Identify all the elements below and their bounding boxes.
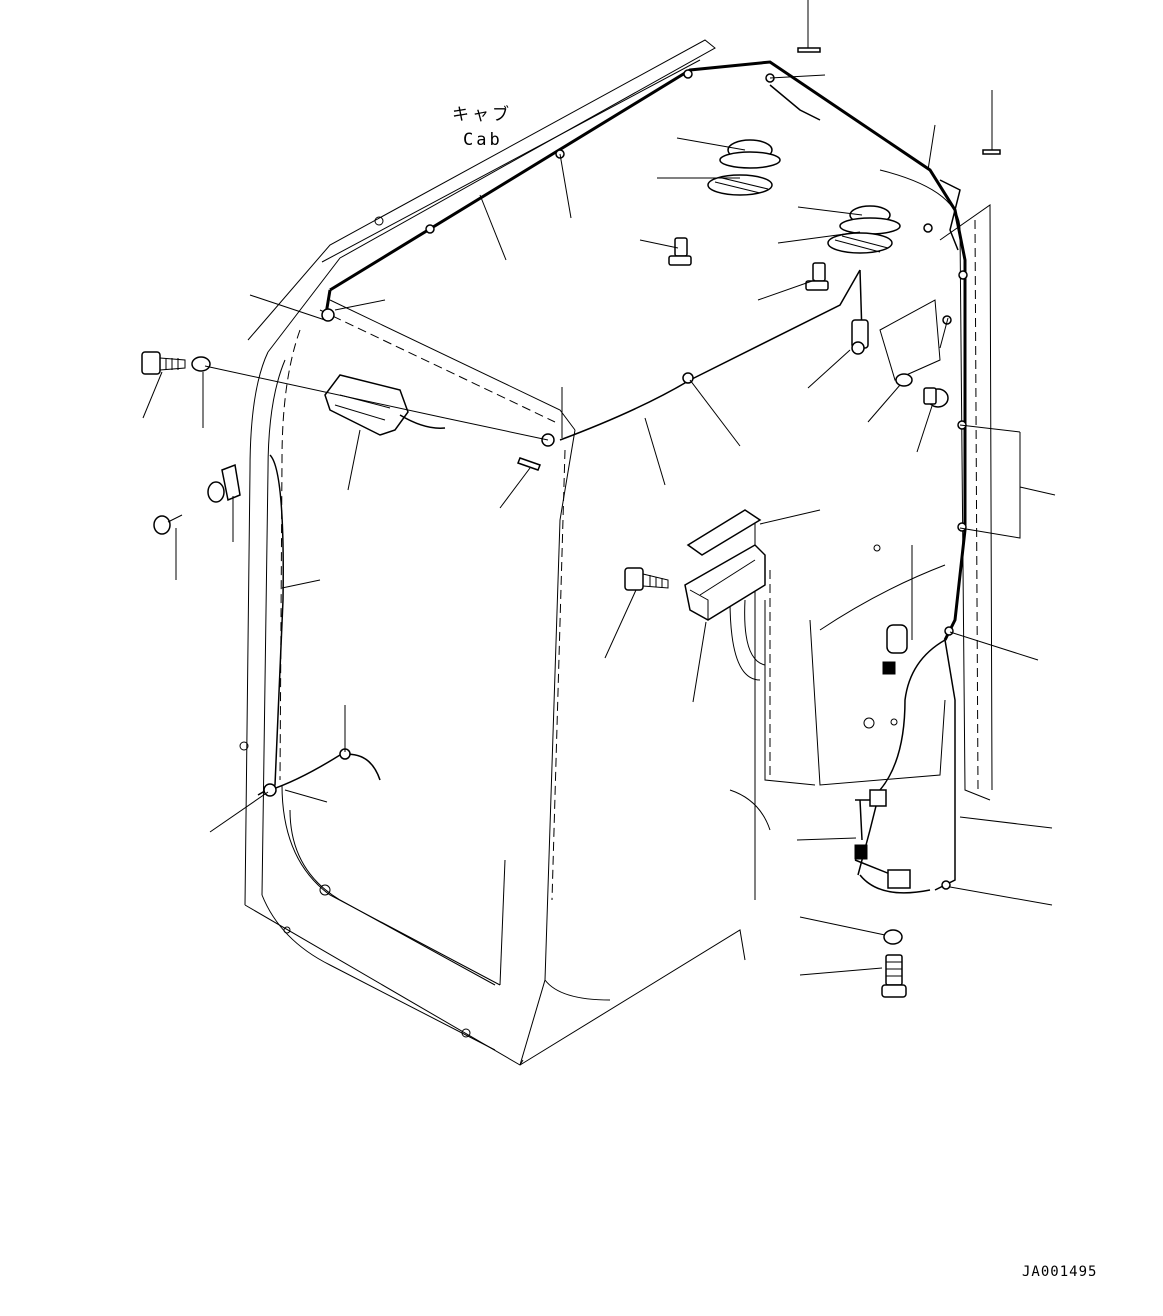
bolt-bottom <box>881 954 907 998</box>
washer-bottom <box>883 929 903 945</box>
drawing-code: JA001495 <box>1022 1264 1098 1280</box>
washer-right <box>895 373 913 387</box>
speaker-bolt-left <box>668 237 692 266</box>
bolt-right <box>923 387 949 408</box>
washer-upper-left <box>191 356 211 372</box>
parts <box>141 47 1001 998</box>
bolt-upper-left <box>141 351 186 375</box>
speaker-left <box>707 139 781 196</box>
cab-label-japanese: キャブ <box>452 105 512 125</box>
bolt-center <box>624 567 669 591</box>
box-bracket <box>684 544 766 621</box>
rear-connector-group <box>854 624 911 889</box>
cab-frame <box>239 39 993 1066</box>
switch-part <box>207 463 241 503</box>
antenna <box>851 269 869 355</box>
leader-lines <box>142 0 1056 976</box>
harness-clips <box>263 47 1001 890</box>
cab-label-english: Cab <box>463 130 503 150</box>
label-plate <box>686 509 762 556</box>
wiring-harness <box>257 60 967 894</box>
screw-left <box>153 514 183 535</box>
speaker-bolt-right <box>805 262 829 291</box>
room-lamp <box>324 374 446 436</box>
speaker-right <box>827 205 901 254</box>
